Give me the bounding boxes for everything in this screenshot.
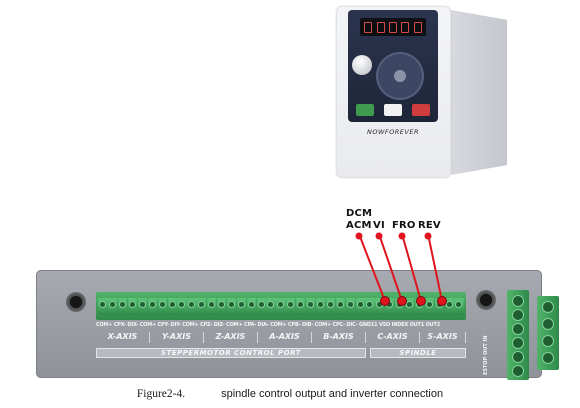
terminal-pin <box>276 297 286 315</box>
axis-label-b-axis: B-AXIS <box>312 332 366 343</box>
axis-label-x-axis: X-AXIS <box>96 332 150 343</box>
terminal-pin <box>454 297 464 315</box>
side-terminal-pin <box>513 366 523 376</box>
run-button-icon <box>356 104 374 116</box>
side-terminal-pin <box>543 319 553 329</box>
terminal-pin <box>434 297 444 315</box>
terminal-pin <box>236 297 247 315</box>
terminal-pin <box>157 297 167 315</box>
terminal-pin <box>246 297 256 315</box>
axis-label-a-axis: A-AXIS <box>258 332 312 343</box>
axis-label-y-axis: Y-AXIS <box>150 332 204 343</box>
terminal-pin <box>424 297 434 315</box>
label-vi: VI <box>373 220 385 231</box>
terminal-pin <box>375 297 385 315</box>
controller-board <box>36 270 542 378</box>
terminal-pin <box>385 297 395 315</box>
terminal-pin <box>207 297 217 315</box>
terminal-pin <box>256 297 266 315</box>
terminal-pin <box>266 297 276 315</box>
pin-header-labels: COM+ CPX- DIX- COM+ CPY- DIY- COM+ CPZ- … <box>96 322 440 328</box>
terminal-pin <box>325 297 336 315</box>
mode-button-icon <box>384 104 402 116</box>
label-dcm: DCM <box>346 208 373 219</box>
caption-text: spindle control output and inverter conn… <box>221 388 444 400</box>
terminal-pin <box>108 297 118 315</box>
wire-start-rev <box>424 232 432 240</box>
knob-icon <box>352 55 372 75</box>
side-terminal-strip-2 <box>537 296 559 370</box>
mount-hole-right <box>476 290 496 310</box>
side-terminal-pin <box>513 310 523 320</box>
terminal-pin <box>395 297 405 315</box>
axis-label-z-axis: Z-AXIS <box>204 332 258 343</box>
terminal-pin <box>404 297 415 315</box>
terminal-pin <box>335 297 345 315</box>
axis-label-c-axis: C-AXIS <box>366 332 420 343</box>
inverter-display <box>360 18 426 36</box>
terminal-pin <box>345 297 355 315</box>
terminal-pin <box>147 297 157 315</box>
terminal-pin <box>365 297 375 315</box>
side-terminal-pin <box>543 336 553 346</box>
dpad-icon <box>378 54 422 98</box>
terminal-pin <box>286 297 296 315</box>
terminal-pin <box>444 297 454 315</box>
terminal-pin <box>187 297 197 315</box>
terminal-pin <box>355 297 365 315</box>
side-terminal-pin <box>543 302 553 312</box>
side-terminal-pin <box>513 338 523 348</box>
side-terminal-strip <box>507 290 529 380</box>
terminal-pin <box>306 297 316 315</box>
terminal-pin <box>118 297 128 315</box>
wire-start-fro <box>398 232 406 240</box>
mount-hole-left <box>66 292 86 312</box>
side-terminal-pin <box>513 324 523 334</box>
stop-button-icon <box>412 104 430 116</box>
label-rev: REV <box>418 220 441 231</box>
inverter-brand: NOWFOREVER <box>367 128 419 136</box>
terminal-pin <box>197 297 207 315</box>
label-fro: FRO <box>392 220 416 231</box>
terminal-pin <box>296 297 306 315</box>
terminal-pin <box>226 297 237 315</box>
inverter-control-panel <box>348 10 438 122</box>
side-terminal-pin <box>513 296 523 306</box>
side-terminal-pin <box>513 352 523 362</box>
stepper-port-label: STEPPERMOTOR CONTROL PORT <box>96 348 366 358</box>
terminal-pin <box>414 297 425 315</box>
spindle-port-label: SPINDLE <box>370 348 466 358</box>
estop-label: ESTOP OUT IN <box>483 335 489 375</box>
figure-number: Figure2-4. <box>136 388 186 400</box>
wire-start-acm <box>355 232 363 240</box>
axis-label-s-axis: S-AXIS <box>420 332 466 343</box>
wire-start-vi <box>375 232 383 240</box>
terminal-pin <box>98 297 108 315</box>
terminal-pin <box>315 297 326 315</box>
label-acm: ACM <box>346 220 372 231</box>
figure-caption: Figure2-4. spindle control output and inv… <box>0 388 580 400</box>
inverter-side <box>451 10 507 175</box>
terminal-pin <box>137 297 148 315</box>
terminal-pin <box>167 297 177 315</box>
side-terminal-pin <box>543 353 553 363</box>
terminal-pin <box>217 297 227 315</box>
terminal-strip <box>96 292 466 320</box>
terminal-pin <box>128 297 138 315</box>
inverter-photo: NOWFOREVER <box>318 0 510 200</box>
terminal-pin <box>177 297 187 315</box>
